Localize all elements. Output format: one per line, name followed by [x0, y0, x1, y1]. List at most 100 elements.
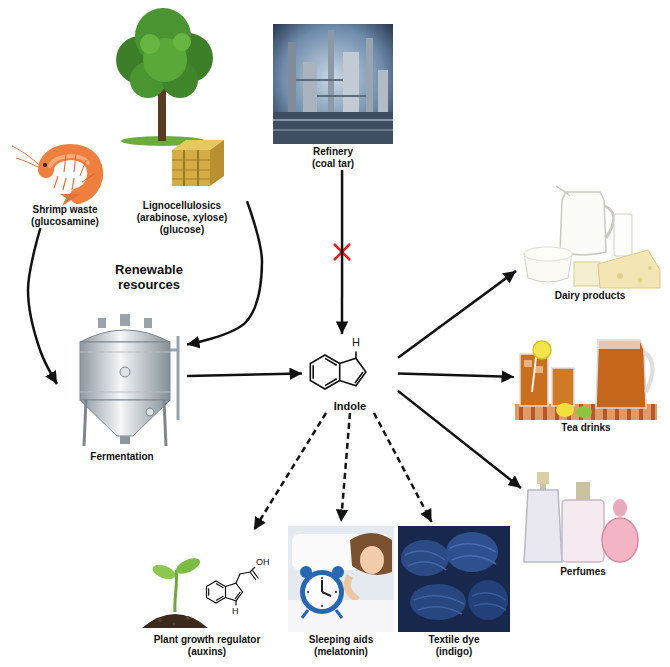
caption-text: Fermentation [90, 451, 153, 463]
auxin-structure [236, 572, 250, 583]
product-node: Tea drinks [514, 330, 658, 434]
dairy-illustration [614, 214, 632, 256]
perfume-illustration [524, 472, 638, 562]
yarn-photo [410, 584, 466, 620]
dairy-illustration [524, 247, 572, 261]
dairy-illustration [605, 206, 614, 238]
perfume-illustration [537, 472, 549, 484]
refinery-photo [296, 79, 343, 81]
sleeping-photo [360, 546, 384, 574]
hay-bale [197, 150, 199, 186]
refinery-photo [273, 129, 393, 131]
shrimp-illustration [16, 158, 42, 169]
sleeping-photo [300, 570, 344, 614]
source-node: Shrimp waste (glucosamine) [24, 138, 106, 228]
fermenter-illustration [80, 400, 170, 436]
yarn-photo [398, 526, 510, 632]
yarn-photo [472, 593, 506, 610]
yarn-photo [468, 580, 508, 620]
fermenter-illustration [146, 408, 154, 416]
flow-arrow [398, 271, 516, 358]
auxin-structure [208, 588, 209, 596]
indole-structure [355, 352, 357, 359]
tree-illustration [173, 33, 191, 51]
tea-illustration [556, 403, 574, 417]
dairy-illustration [617, 273, 623, 279]
tea-illustration [552, 368, 574, 406]
auxin-structure [207, 567, 259, 606]
shrimp-illustration [50, 156, 88, 166]
product-node: Perfumes [521, 458, 645, 578]
atom-label: H [352, 336, 360, 348]
hay-bale [172, 160, 210, 161]
caption-text: Indole [334, 400, 366, 413]
perfume-illustration [524, 490, 562, 562]
yarn-photo [450, 544, 496, 564]
flow-arrow [341, 170, 344, 334]
refinery-photo [317, 95, 366, 97]
auxin-structure [216, 584, 224, 588]
tea-illustration [515, 340, 657, 420]
fermenter-illustration [170, 349, 178, 352]
dashed-arrow [341, 413, 350, 522]
tree-illustration [140, 34, 160, 54]
yarn-photo [405, 551, 446, 570]
hay-bale [183, 150, 185, 186]
tea-illustration [644, 352, 653, 392]
fermenter-illustration [80, 352, 170, 353]
group-label: Renewable resources [93, 262, 205, 292]
tea-illustration [598, 340, 640, 349]
yarn-photo [414, 596, 464, 614]
plant-illustration [151, 562, 178, 581]
refinery-photo [273, 24, 393, 144]
fermenter-illustration [80, 314, 178, 446]
yarn-photo [401, 540, 449, 576]
refinery-photo [273, 24, 393, 144]
flow-arrow [28, 228, 57, 384]
plant-illustration [142, 555, 208, 628]
shrimp-illustration [72, 178, 74, 190]
hay-bale [172, 140, 224, 186]
product-node: Plant growth regulator (auxins) [140, 530, 274, 658]
refinery-photo [273, 112, 393, 144]
sleeping-photo [336, 610, 342, 618]
perfume-illustration [562, 500, 604, 562]
sleeping-photo [350, 533, 392, 575]
shrimp-illustration [64, 154, 66, 172]
auxin-structure [235, 592, 240, 599]
sleeping-photo [321, 577, 323, 579]
dairy-illustration [648, 266, 652, 270]
fermenter-illustration [164, 400, 166, 446]
shrimp-illustration [12, 146, 42, 167]
product-node: Dairy products [516, 178, 664, 302]
shrimp-illustration [12, 146, 95, 206]
caption-text: Perfumes [560, 566, 606, 578]
caption-text: Plant growth regulator (auxins) [147, 634, 267, 658]
fermenter-illustration [144, 318, 152, 328]
sleeping-photo [288, 526, 394, 632]
dashed-arrow [374, 413, 432, 522]
sleeping-photo [302, 610, 308, 618]
sleeping-photo [288, 600, 394, 632]
shrimp-illustration [43, 163, 47, 167]
fermenter-illustration [120, 436, 130, 444]
connector-group [28, 170, 521, 530]
indole-structure [310, 355, 339, 389]
fermenter-illustration [120, 314, 130, 326]
flow-arrow [398, 374, 514, 377]
caption-text: Tea drinks [561, 422, 610, 434]
source-node: Lignocellulosics (arabinose, xylose) (gl… [117, 4, 247, 236]
compound-node: Indole [302, 334, 398, 413]
caption-text: Lignocellulosics (arabinose, xylose) (gl… [132, 200, 232, 236]
atom-label: OH [256, 557, 270, 567]
plant-illustration [142, 614, 208, 628]
sleeping-photo [321, 580, 323, 592]
process-node: Fermentation [57, 305, 187, 463]
sleeping-photo [288, 526, 394, 632]
sleeping-photo [335, 591, 337, 593]
dairy-illustration [638, 278, 643, 283]
auxin-structure [207, 581, 226, 603]
perfume-illustration [576, 482, 590, 500]
sleeping-photo [347, 576, 358, 600]
